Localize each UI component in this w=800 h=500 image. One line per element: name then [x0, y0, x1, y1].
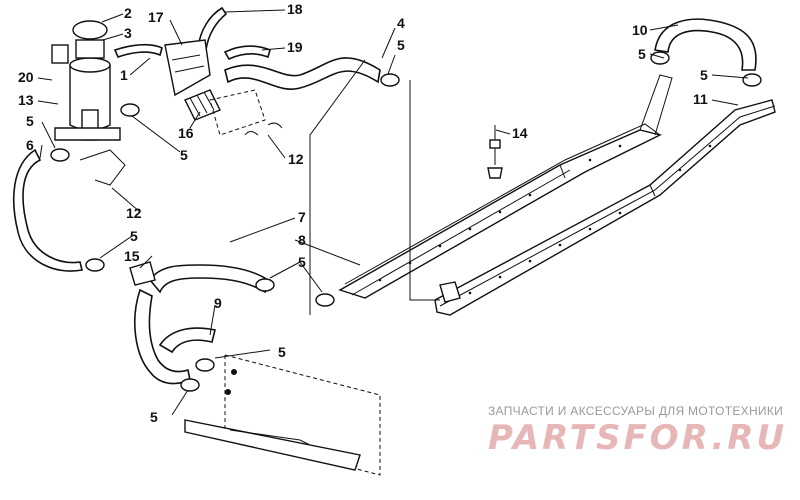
- callout-1: 1: [120, 67, 128, 83]
- hose-9b: [158, 327, 216, 354]
- callout-5d: 5: [638, 46, 646, 62]
- callout-12b: 12: [126, 205, 142, 221]
- callout-7: 7: [298, 209, 306, 225]
- callout-4: 4: [397, 15, 405, 31]
- callout-6: 6: [26, 137, 34, 153]
- callout-14: 14: [512, 125, 528, 141]
- callout-9: 9: [214, 295, 222, 311]
- callout-5b: 5: [180, 147, 188, 163]
- hose-7: [149, 264, 269, 294]
- sensor-14: [487, 125, 503, 179]
- callout-5f: 5: [298, 254, 306, 270]
- callout-15: 15: [124, 248, 140, 264]
- heat-exchanger-right: [434, 99, 776, 316]
- callout-20: 20: [18, 69, 34, 85]
- callout-19: 19: [287, 39, 303, 55]
- callout-11: 11: [693, 91, 708, 107]
- clamp-icon: [50, 51, 762, 392]
- bellows-16: [184, 89, 221, 121]
- callout-5e: 5: [700, 67, 708, 83]
- hose-1: [113, 43, 163, 59]
- heat-exchanger-left: [338, 74, 673, 299]
- callout-5c: 5: [397, 37, 405, 53]
- hose-9: [134, 288, 191, 385]
- coolant-tank: [51, 20, 121, 141]
- callouts: 2 3 1 17 18 19 20 13 5 6 5 16 12 12 4 5 …: [18, 1, 708, 425]
- callout-12a: 12: [288, 151, 304, 167]
- watermark-subtitle: ЗАПЧАСТИ И АКСЕССУАРЫ ДЛЯ МОТОТЕХНИКИ: [488, 404, 784, 418]
- callout-18: 18: [287, 1, 303, 17]
- callout-5i: 5: [150, 409, 158, 425]
- callout-5g: 5: [130, 228, 138, 244]
- filler-neck-17: [164, 39, 211, 97]
- callout-5a: 5: [26, 113, 34, 129]
- bracket-12a: [79, 149, 126, 186]
- lower-panel: [184, 354, 381, 476]
- callout-17: 17: [148, 9, 164, 25]
- callout-8: 8: [298, 232, 306, 248]
- hose-4: [224, 57, 381, 90]
- callout-13: 13: [18, 92, 34, 108]
- callout-5h: 5: [278, 344, 286, 360]
- hose-19: [223, 45, 271, 61]
- callout-10: 10: [632, 22, 648, 38]
- hose-6: [12, 148, 83, 272]
- bracket-dashed: [209, 89, 266, 136]
- bracket-12b: [244, 122, 283, 136]
- callout-3: 3: [124, 25, 132, 41]
- leader-lines: [37, 9, 749, 416]
- watermark-brand: PARTSFOR.RU: [488, 418, 788, 458]
- hose-10: [654, 18, 757, 71]
- callout-2: 2: [124, 5, 132, 21]
- callout-16: 16: [178, 125, 194, 141]
